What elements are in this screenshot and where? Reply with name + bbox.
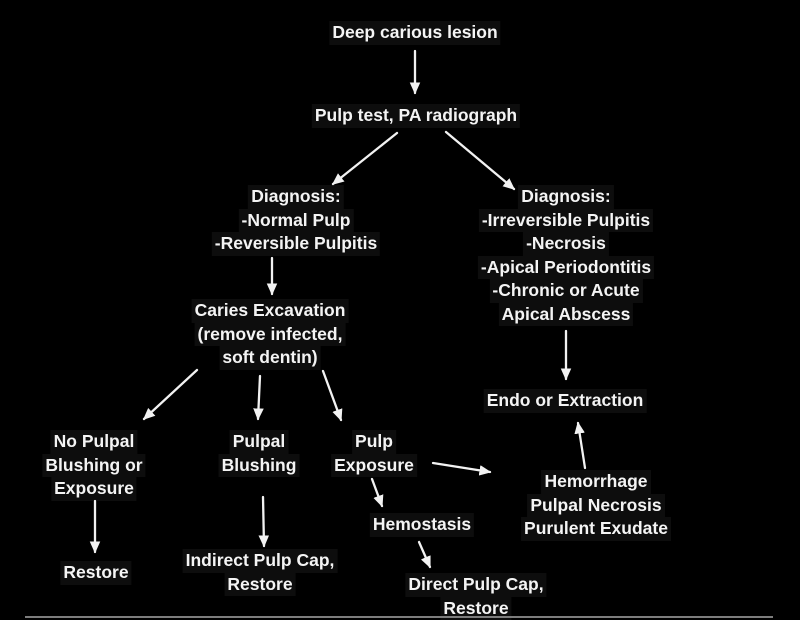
- node-label: Caries Excavation: [191, 299, 349, 323]
- node-label: Endo or Extraction: [483, 389, 647, 413]
- node-label: Deep carious lesion: [329, 21, 501, 45]
- node-no-pulpal-blushing: No Pulpal Blushing or Exposure: [42, 430, 146, 501]
- node-label: -Reversible Pulpitis: [211, 232, 381, 256]
- node-label: Diagnosis:: [518, 185, 614, 209]
- node-label: Diagnosis:: [248, 185, 344, 209]
- node-label: -Necrosis: [523, 232, 609, 256]
- node-label: Exposure: [331, 453, 417, 477]
- node-label: -Irreversible Pulpitis: [478, 208, 654, 232]
- node-label: Restore: [440, 596, 512, 620]
- node-pulp-exposure: Pulp Exposure: [331, 430, 417, 477]
- arrow-pulp-exposure-to-hemorrhage: [431, 461, 492, 476]
- node-label: Exposure: [51, 477, 137, 501]
- node-label: Indirect Pulp Cap,: [182, 549, 338, 573]
- arrow-pulpal-blushing-to-indirect: [258, 495, 270, 548]
- arrow-caries-to-no-pulpal: [142, 368, 199, 421]
- node-label: Pulpal: [229, 430, 289, 454]
- node-label: No Pulpal: [50, 430, 138, 454]
- node-restore-left: Restore: [60, 561, 132, 585]
- arrow-hemostasis-to-direct: [417, 540, 432, 569]
- node-label: Hemorrhage: [541, 470, 651, 494]
- node-pulp-test: Pulp test, PA radiograph: [311, 104, 521, 128]
- node-diagnosis-right: Diagnosis: -Irreversible Pulpitis -Necro…: [477, 185, 655, 326]
- node-label: Apical Abscess: [498, 302, 634, 326]
- node-endo-or-extraction: Endo or Extraction: [483, 389, 647, 413]
- node-diagnosis-left: Diagnosis: -Normal Pulp -Reversible Pulp…: [211, 185, 381, 256]
- node-label: Blushing: [218, 453, 300, 477]
- node-caries-excavation: Caries Excavation (remove infected, soft…: [191, 299, 349, 370]
- node-label: Restore: [224, 572, 296, 596]
- node-deep-carious-lesion: Deep carious lesion: [329, 21, 501, 45]
- node-indirect-pulp-cap: Indirect Pulp Cap, Restore: [182, 549, 338, 596]
- node-label: -Chronic or Acute: [489, 279, 643, 303]
- node-label: Blushing or: [42, 453, 146, 477]
- arrow-caries-to-pulpal-blushing: [253, 374, 264, 421]
- node-label: soft dentin): [219, 346, 321, 370]
- arrow-caries-to-pulp-exposure: [321, 369, 343, 422]
- node-label: (remove infected,: [194, 322, 346, 346]
- arrow-hemorrhage-to-endo: [574, 421, 587, 470]
- arrow-pulp-test-to-diagnosis-left: [331, 131, 399, 186]
- node-label: Direct Pulp Cap,: [405, 573, 547, 597]
- node-label: Restore: [60, 561, 132, 585]
- node-label: Pulp test, PA radiograph: [311, 104, 521, 128]
- node-hemostasis: Hemostasis: [369, 513, 475, 537]
- node-label: -Apical Periodontitis: [477, 255, 655, 279]
- node-hemorrhage: Hemorrhage Pulpal Necrosis Purulent Exud…: [521, 470, 671, 541]
- node-direct-pulp-cap: Direct Pulp Cap, Restore: [405, 573, 547, 620]
- node-label: Pulpal Necrosis: [527, 493, 665, 517]
- node-label: Hemostasis: [369, 513, 475, 537]
- node-label: Pulp: [352, 430, 396, 454]
- bottom-divider-line: [25, 616, 773, 618]
- node-label: -Normal Pulp: [238, 208, 354, 232]
- node-pulpal-blushing: Pulpal Blushing: [218, 430, 300, 477]
- arrow-pulp-test-to-diagnosis-right: [444, 130, 516, 191]
- node-label: Purulent Exudate: [521, 517, 671, 541]
- arrow-pulp-exposure-to-hemostasis: [370, 477, 384, 508]
